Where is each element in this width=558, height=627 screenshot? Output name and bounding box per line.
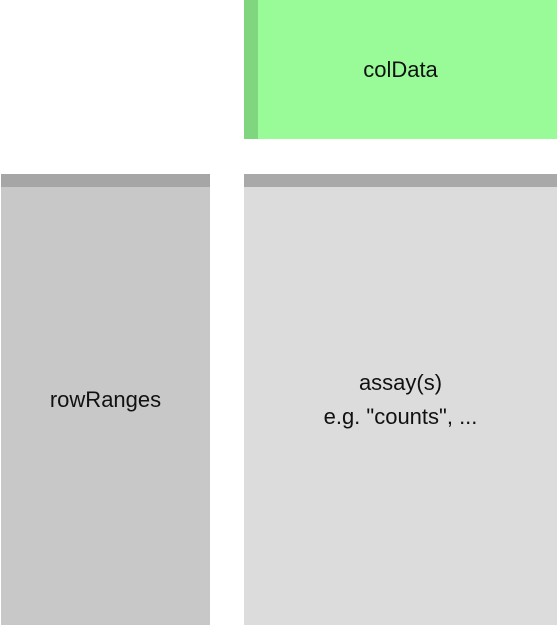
assay-sublabel: e.g. "counts", ... <box>323 403 478 429</box>
coldata-block: colData <box>244 0 557 139</box>
rowranges-accent-bar <box>1 174 210 187</box>
assay-block: assay(s) e.g. "counts", ... <box>244 174 557 625</box>
coldata-accent-bar <box>244 0 258 139</box>
assay-label: assay(s) <box>358 369 443 395</box>
coldata-label: colData <box>363 56 438 82</box>
rowranges-block: rowRanges <box>1 174 210 625</box>
assay-accent-bar <box>244 174 557 187</box>
rowranges-label: rowRanges <box>49 386 162 412</box>
